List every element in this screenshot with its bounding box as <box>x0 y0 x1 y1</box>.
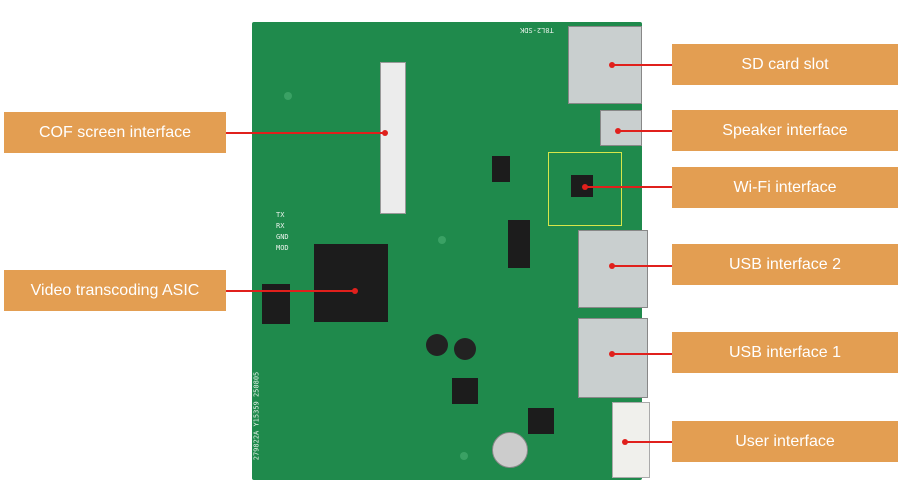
asic-chip <box>314 244 388 322</box>
capacitor <box>492 432 528 468</box>
board-model-text: T8L2-SDK <box>520 26 554 34</box>
usb-port-2 <box>578 230 648 308</box>
label-video-transcoding-asic: Video transcoding ASIC <box>4 270 226 311</box>
inductor <box>528 408 554 434</box>
user-connector <box>612 402 650 478</box>
serial-text: 279822A Y15359 250805 <box>252 371 261 461</box>
cof-connector <box>380 62 406 214</box>
label-user-interface: User interface <box>672 421 898 462</box>
label-speaker-interface: Speaker interface <box>672 110 898 151</box>
inductor <box>452 378 478 404</box>
regulator <box>492 156 510 182</box>
speaker-connector <box>600 110 642 146</box>
label-usb-interface-2: USB interface 2 <box>672 244 898 285</box>
capacitor <box>426 334 448 356</box>
capacitor <box>454 338 476 360</box>
label-sd-card-slot: SD card slot <box>672 44 898 85</box>
label-wifi-interface: Wi-Fi interface <box>672 167 898 208</box>
label-cof-screen-interface: COF screen interface <box>4 112 226 153</box>
usb-port-1 <box>578 318 648 398</box>
ic-chip <box>508 220 530 268</box>
label-usb-interface-1: USB interface 1 <box>672 332 898 373</box>
